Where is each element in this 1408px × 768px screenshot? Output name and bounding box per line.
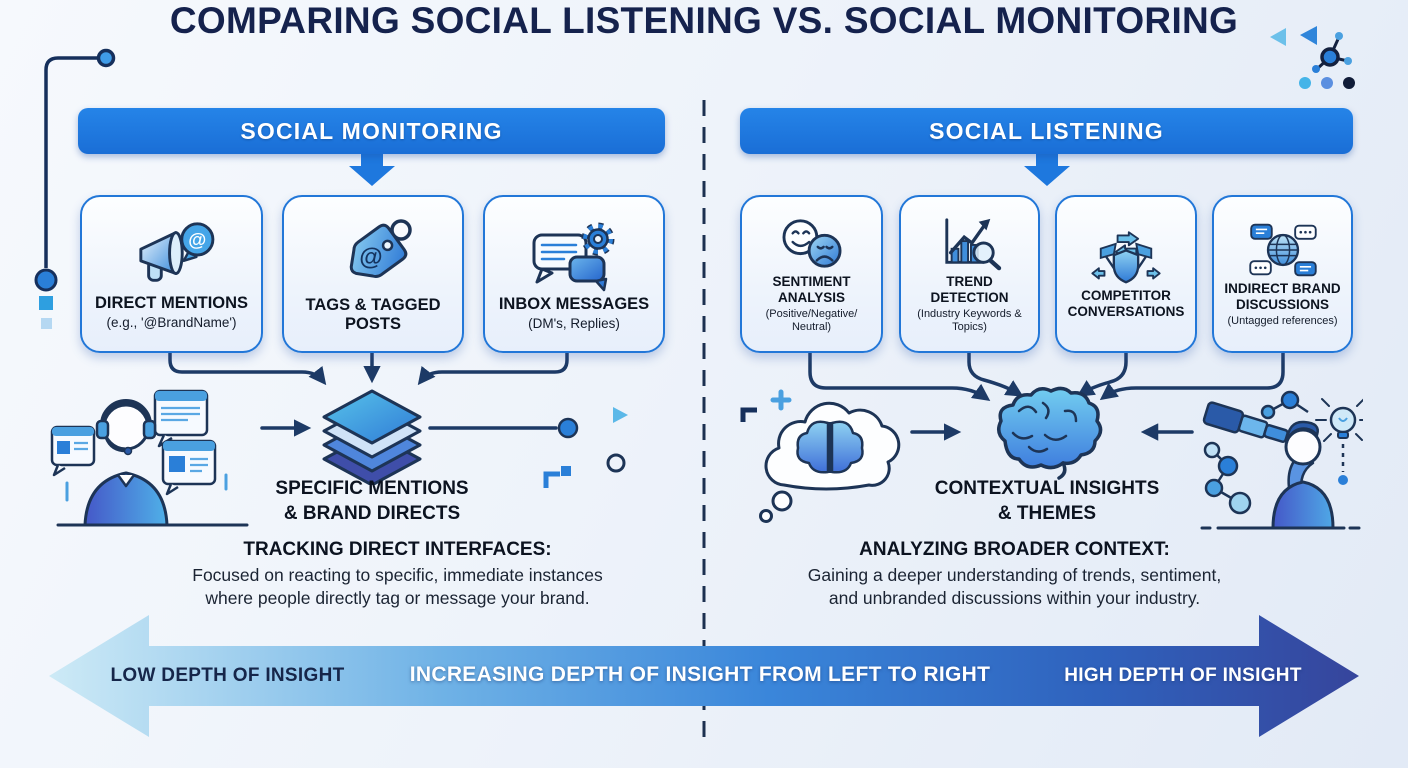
connector-card-to-brain (1099, 350, 1285, 401)
card-title: DIRECT MENTIONS (94, 293, 249, 312)
monitoring-header-label: SOCIAL MONITORING (240, 117, 503, 144)
trend-chart-magnifier-icon (944, 218, 1001, 271)
deco-corner-bracket (543, 471, 560, 488)
card-title: INBOX MESSAGES (498, 294, 650, 313)
listening-down-arrow (1024, 153, 1070, 186)
listening-summary: ANALYZING BROADER CONTEXT: Gaining a dee… (737, 539, 1292, 610)
card-competitor-conversations: COMPETITOR CONVERSATIONS (1055, 195, 1197, 353)
telescope-person-illustration (1200, 390, 1363, 530)
agent-person (83, 399, 169, 527)
card-subtitle: (DM's, Replies) (528, 315, 620, 331)
deco-square-solid (39, 296, 53, 310)
card-subtitle: (Untagged references) (1227, 314, 1338, 327)
triangle-left-icon (1300, 26, 1317, 45)
result-line: & BRAND DIRECTS (283, 502, 461, 524)
axis-high-label: HIGH DEPTH OF INSIGHT (1064, 665, 1302, 686)
triangle-left-icon (1270, 28, 1286, 46)
connector-card-to-brain (808, 350, 991, 402)
card-subtitle: (Industry Keywords & Topics) (917, 308, 1022, 333)
deco-square-faded (41, 318, 52, 329)
result-line: & THEMES (997, 502, 1097, 524)
listening-header: SOCIAL LISTENING (740, 108, 1353, 154)
network-node-decoration (1270, 26, 1355, 89)
connector-card-to-stack (168, 350, 327, 386)
connector-card-to-brain (967, 350, 1024, 397)
layers-stack-icon (322, 389, 422, 485)
line-end-dot (557, 417, 579, 439)
card-title: TAGS & TAGGED POSTS (305, 295, 441, 333)
shield-flags-icon (1091, 231, 1161, 284)
network-nodes-icon (1203, 390, 1309, 515)
connector-card-to-stack (417, 350, 569, 386)
tag-at-icon: @ (349, 218, 412, 278)
monitoring-summary: TRACKING DIRECT INTERFACES: Focused on r… (110, 539, 685, 610)
axis-low-label: LOW DEPTH OF INSIGHT (110, 665, 345, 686)
title-connector-line (44, 56, 98, 268)
listening-result-label: CONTEXTUAL INSIGHTS & THEMES (917, 477, 1177, 526)
connector-card-to-brain (1076, 350, 1128, 397)
summary-title: ANALYZING BROADER CONTEXT: (859, 539, 1170, 560)
title-connector-ring (96, 48, 116, 68)
summary-line: and unbranded discussions within your in… (828, 588, 1201, 609)
card-indirect-brand-discussions: INDIRECT BRAND DISCUSSIONS (Untagged ref… (1212, 195, 1353, 353)
card-subtitle: (Positive/Negative/ Neutral) (765, 308, 858, 333)
title-connector-dot (34, 268, 58, 292)
globe-chat-icon (1248, 223, 1317, 276)
thought-cloud-brain-icon (759, 401, 901, 523)
card-title: TREND DETECTION (930, 274, 1009, 306)
chat-window-icon (153, 389, 209, 448)
monitoring-result-label: SPECIFIC MENTIONS & BRAND DIRECTS (242, 477, 502, 526)
deco-circle-outline (606, 453, 626, 473)
summary-line: Focused on reacting to specific, immedia… (192, 565, 603, 585)
page-title: COMPARING SOCIAL LISTENING VS. SOCIAL MO… (169, 0, 1239, 41)
card-inbox-messages: INBOX MESSAGES (DM's, Replies) (483, 195, 665, 353)
megaphone-at-icon: @ (138, 221, 214, 282)
triangle-right-icon (613, 407, 628, 423)
deco-square-small (561, 466, 571, 476)
card-sentiment-analysis: SENTIMENT ANALYSIS (Positive/Negative/ N… (740, 195, 883, 353)
card-subtitle: (e.g., '@BrandName') (106, 314, 237, 330)
monitoring-down-arrow (349, 153, 395, 186)
monitoring-header: SOCIAL MONITORING (78, 108, 665, 154)
support-agent-illustration (50, 389, 249, 527)
listening-header-label: SOCIAL LISTENING (929, 117, 1164, 144)
depth-axis-arrow (49, 615, 1359, 737)
svg-text:@: @ (359, 244, 382, 271)
card-tags-tagged-posts: @ TAGS & TAGGED POSTS (282, 195, 464, 353)
card-title: SENTIMENT ANALYSIS (772, 274, 851, 306)
card-title: INDIRECT BRAND DISCUSSIONS (1224, 280, 1341, 312)
result-line: SPECIFIC MENTIONS (275, 478, 469, 499)
chat-window-icon (50, 425, 96, 477)
axis-center-label: INCREASING DEPTH OF INSIGHT FROM LEFT TO… (409, 663, 991, 686)
telescope-person (1202, 401, 1335, 530)
brain-icon (997, 386, 1103, 480)
summary-line: Gaining a deeper understanding of trends… (807, 565, 1222, 585)
chat-gear-icon (532, 222, 615, 291)
card-title: COMPETITOR CONVERSATIONS (1067, 288, 1185, 319)
chat-window-icon (161, 439, 217, 496)
summary-line: where people directly tag or message you… (205, 588, 590, 609)
summary-title: TRACKING DIRECT INTERFACES: (243, 539, 552, 560)
card-trend-detection: TREND DETECTION (Industry Keywords & Top… (899, 195, 1040, 353)
sentiment-faces-icon (782, 219, 841, 269)
lightbulb-icon (1315, 398, 1363, 485)
card-direct-mentions: @ DIRECT MENTIONS (e.g., '@BrandName') (80, 195, 263, 353)
deco-corner-bracket (740, 407, 757, 422)
deco-plus (770, 389, 792, 411)
result-line: CONTEXTUAL INSIGHTS (934, 478, 1160, 499)
svg-text:@: @ (188, 229, 206, 250)
